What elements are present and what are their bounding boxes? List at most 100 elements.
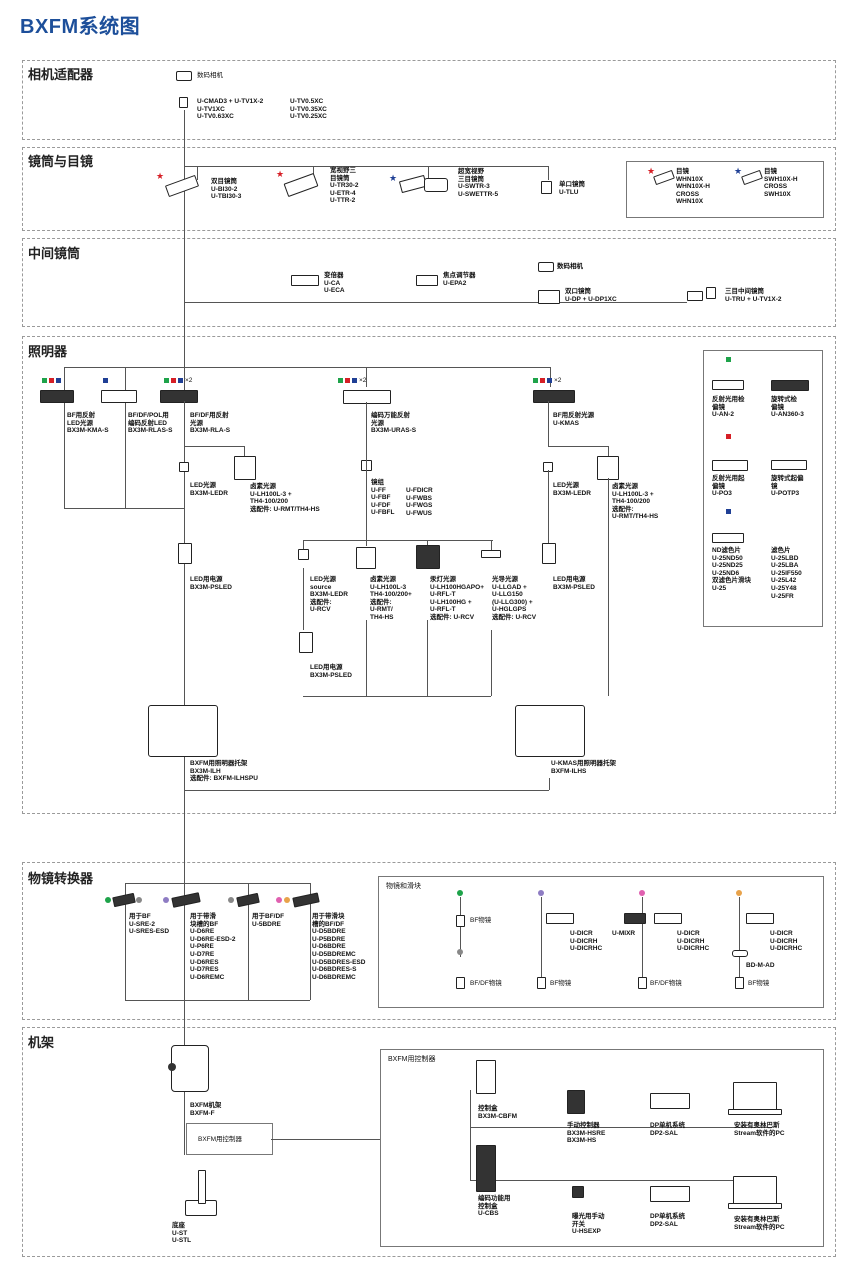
illum-mid-v-3 [427, 620, 428, 696]
red-star-icon: ★ [276, 169, 285, 179]
bxfm-frame-icon [171, 1045, 209, 1092]
rlas-label: BF/DF/POL用 编码反射LED BX3M-RLAS-S [128, 412, 173, 435]
dic-slider-icon [546, 913, 574, 924]
illum-mid-drop-4 [491, 540, 492, 550]
obj-v-3 [642, 897, 643, 977]
illum-left-bottom-bus [64, 508, 184, 509]
bf-objective-label: BF物镜 [748, 980, 770, 987]
cbfm-label: 控制盒 BX3M-CBFM [478, 1105, 517, 1120]
green-square [533, 378, 538, 383]
gray-dot [136, 897, 142, 903]
green-square [726, 357, 731, 362]
illum-right-lamp-bus [548, 446, 608, 447]
filter-po-label: 反射光用起 偏镜 U-PO3 [712, 475, 745, 498]
mixr-slider-icon [624, 913, 646, 924]
tubes-drop-4 [548, 166, 549, 180]
illum-holder-right-up [549, 778, 550, 790]
red-star-icon: ★ [156, 171, 165, 181]
section-illuminator [22, 336, 836, 814]
kma-label: BF用反射 LED光源 BX3M-KMA-S [67, 412, 109, 435]
illum-drop-rla [184, 401, 185, 446]
section-camera-adapter [22, 60, 836, 140]
illum-right-v-halogen [608, 478, 609, 696]
red-square [540, 378, 545, 383]
exposure-switch-icon [572, 1186, 584, 1198]
analyzer-icon [712, 380, 744, 390]
triple-port-side-icon [706, 287, 716, 299]
led-power-icon [178, 543, 192, 564]
red-square [726, 434, 731, 439]
mercury-source-icon [416, 545, 440, 569]
triple-port-icon [687, 291, 703, 301]
section-title-nosepiece: 物镜转换器 [28, 871, 94, 886]
kmas-illuminator-icon [533, 390, 575, 403]
frame-controller-link [271, 1139, 380, 1140]
uras-label: 编码万能反射 光源 BX3M-URAS-S [371, 412, 417, 435]
x2-label: ×2 [359, 377, 367, 384]
illum-drop-kmas [550, 367, 551, 387]
nd-filter-icon [712, 533, 744, 543]
polarizer-icon [712, 460, 748, 471]
cbs-label: 编码功能用 控制盒 U-CBS [478, 1195, 511, 1218]
led-source-mid-label: LED光源 source BX3M-LEDR 选配件: U-RCV [310, 576, 348, 614]
filter-box [703, 350, 823, 627]
blue-square [56, 378, 61, 383]
objective-icon [456, 915, 465, 927]
obj-v-2 [541, 897, 542, 977]
illum-mid-drop-1 [303, 540, 304, 550]
nosepiece-bfdf-slider-label: 用于带滑 块槽的BF U-D6RE U-D6RE-ESD-2 U-P6RE U-… [190, 913, 236, 981]
illum-right-halogen-drop [608, 446, 609, 456]
rla-illuminator-icon [160, 390, 198, 403]
dic-slider-icon [746, 913, 774, 924]
objectives-box [378, 876, 824, 1008]
section-title-frame: 机架 [28, 1035, 55, 1050]
nosepiece-bf-label: 用于BF U-SRE-2 U-SRES-ESD [129, 913, 170, 936]
blue-square [178, 378, 183, 383]
dp2-b-label: DP单机系统 DP2-SAL [650, 1213, 686, 1228]
illum-mid-drop-3 [427, 540, 428, 546]
pc-a-label: 安装有奥林巴斯 Stream软件的PC [734, 1122, 785, 1137]
objective-icon [638, 977, 647, 989]
green-square [164, 378, 169, 383]
eyepiece-box [626, 161, 824, 218]
dicr-1-label: U-DICR U-DICRH U-DICRHC [570, 930, 603, 953]
illum-mid-v-led [303, 568, 304, 630]
blue-square [103, 378, 108, 383]
illum-holder-link [184, 790, 549, 791]
section-title-camera-adapter: 相机适配器 [28, 67, 94, 82]
illum-mid-v-2 [366, 620, 367, 696]
intermediate-bus-line [184, 302, 687, 303]
green-square [42, 378, 47, 383]
red-star-icon: ★ [647, 166, 656, 176]
section-title-intermediate: 中间镜筒 [28, 246, 81, 261]
blue-star-icon: ★ [389, 173, 398, 183]
tubes-drop-3 [428, 166, 429, 180]
intermediate-digital-camera-label: 数码相机 [557, 263, 583, 270]
objectives-title: 物镜和滑块 [386, 883, 421, 890]
hand-controller-icon [567, 1090, 585, 1114]
super-wide-tube-body-icon [424, 178, 448, 192]
halogen-left-label: 卤素光源 U-LH100L-3 + TH4-100/200 选配件: U-RMT… [250, 483, 320, 513]
psled-left-label: LED用电源 BX3M-PSLED [190, 576, 232, 591]
pc-keyboard-icon [728, 1203, 782, 1209]
obj-v-4 [739, 897, 740, 977]
holder-left-label: BXFM用照明器托架 BX3M-ILH 选配件: BXFM-ILHSPU [190, 760, 258, 783]
pink-dot [639, 890, 645, 896]
tubes-bus-line [184, 166, 548, 167]
nosepiece-bfdf-label: 用于BF/DF U-5BDRE [252, 913, 285, 928]
illum-left-halogen-drop [244, 446, 245, 456]
led-right-label: LED光源 BX3M-LEDR [553, 482, 591, 497]
magnifier-label: 变倍器 U-CA U-ECA [324, 272, 345, 295]
holder-right-label: U-KMAS用照明器托架 BXFM-ILHS [551, 760, 616, 775]
digital-camera-label: 数码相机 [197, 72, 223, 79]
section-intermediate [22, 238, 836, 327]
filter-an360-label: 旋转式检 偏镜 U-AN360-3 [771, 396, 804, 419]
stand-post-icon [198, 1170, 206, 1204]
page-title: BXFM系统图 [20, 16, 141, 38]
hsre-label: 手动控制器 BX3M-HSRE BX3M-HS [567, 1122, 606, 1145]
adapter-label: BD-M-AD [746, 962, 775, 969]
pc-monitor-icon [733, 1082, 777, 1110]
objective-icon [456, 977, 465, 989]
illum-mid-bus [303, 540, 493, 541]
dp2-unit-icon [650, 1093, 690, 1109]
